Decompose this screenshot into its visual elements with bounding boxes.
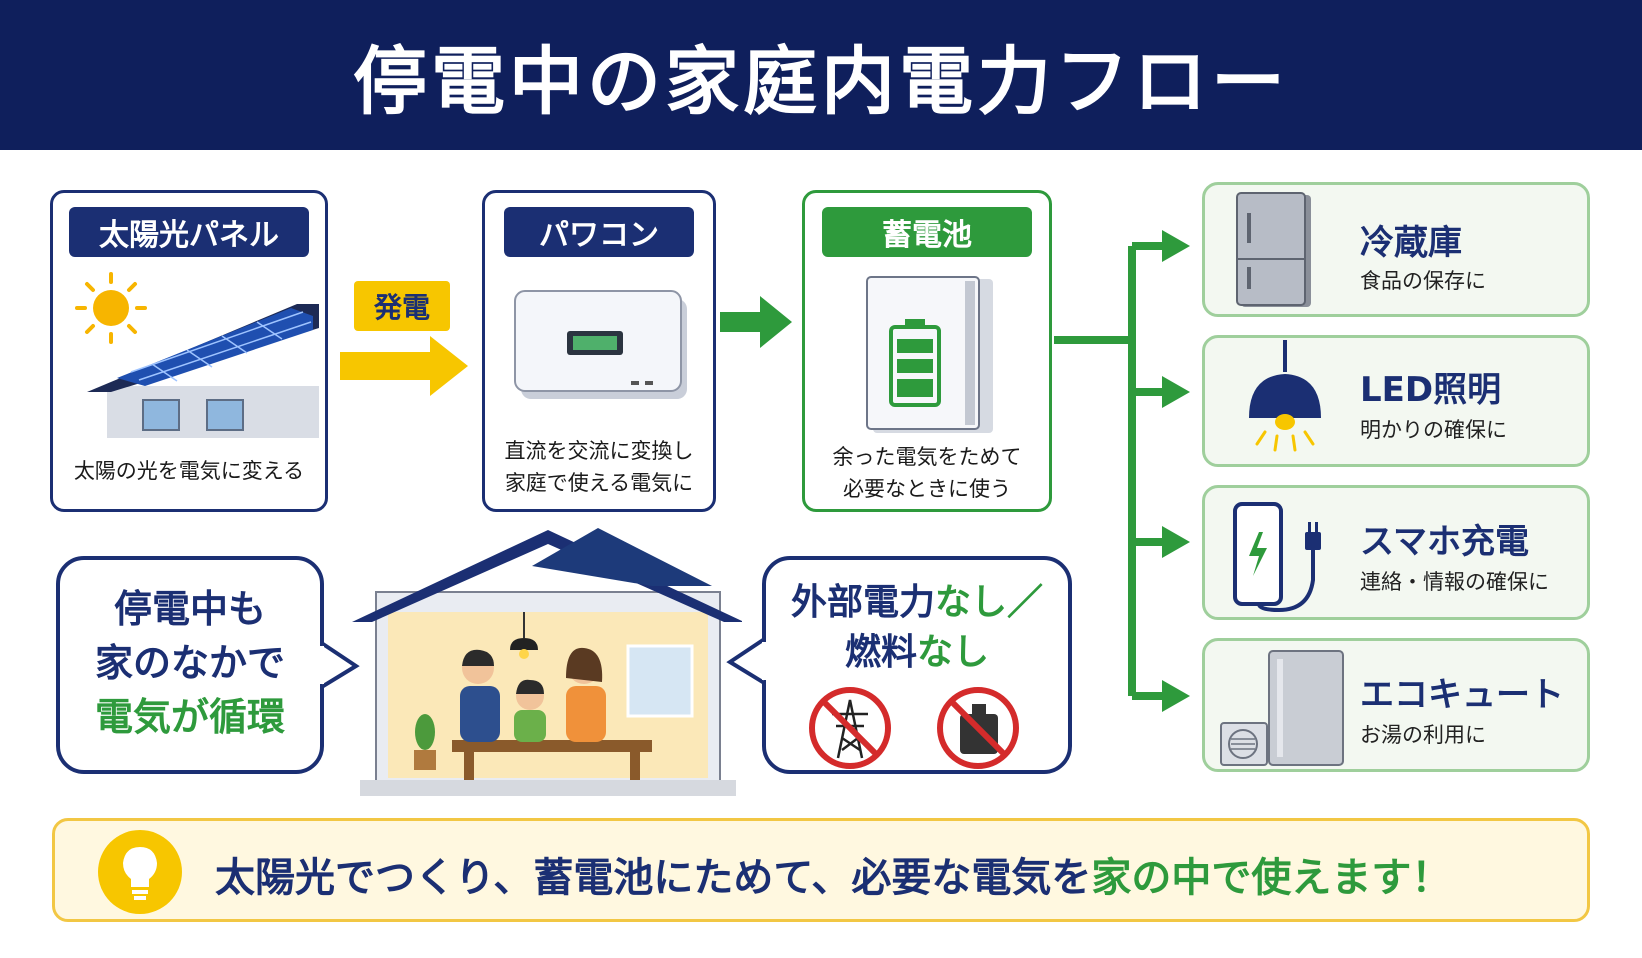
appliance-card-ecocute: エコキュート お湯の利用に: [1202, 638, 1590, 772]
battery-label: 蓄電池: [822, 207, 1032, 257]
lightbulb-icon: [98, 830, 182, 914]
appliance-card-phone-charging: スマホ充電 連絡・情報の確保に: [1202, 485, 1590, 620]
solar-panel-label: 太陽光パネル: [69, 207, 309, 257]
summary-part-2: 家の中で使えます！: [1091, 855, 1452, 901]
solar-house-icon: [75, 272, 319, 438]
appliance-card-refrigerator: 冷蔵庫 食品の保存に: [1202, 182, 1590, 317]
to-battery-arrow: [720, 296, 792, 348]
appliance-description: 連絡・情報の確保に: [1360, 570, 1549, 594]
summary-banner: 太陽光でつくり、蓄電池にためて、必要な電気を家の中で使えます！: [52, 818, 1590, 922]
page-title: 停電中の家庭内電力フロー: [353, 38, 1289, 125]
appliance-description: 食品の保存に: [1360, 269, 1486, 293]
inverter-icon: [514, 290, 687, 399]
none-text: なし／: [935, 582, 1044, 623]
appliance-description: お湯の利用に: [1360, 723, 1486, 747]
bubble-line-3: 電気が循環: [94, 695, 285, 739]
family-house-illustration: [352, 528, 742, 796]
pendant-lamp-icon: [1249, 340, 1321, 452]
no-grid-power-line: 外部電力なし／: [766, 576, 1068, 630]
summary-text: 太陽光でつくり、蓄電池にためて、必要な電気を家の中で使えます！: [215, 845, 1451, 903]
refrigerator-icon: [1236, 192, 1311, 307]
battery-card: 蓄電池 余った電気をためて 必要なときに使う: [802, 190, 1052, 512]
battery-icon: [866, 276, 993, 433]
appliance-description: 明かりの確保に: [1360, 418, 1507, 442]
solar-panel-description: 太陽の光を電気に変える: [73, 459, 305, 483]
battery-description: 余った電気をためて 必要なときに使う: [832, 445, 1022, 501]
no-power-tower-icon: [809, 687, 891, 769]
solar-panel-card: 太陽光パネル 太陽の光を電気に変える: [50, 190, 328, 512]
appliance-title: エコキュート: [1360, 675, 1564, 715]
inverter-card: パワコン 直流を交流に変換し 家庭で使える電気に: [482, 190, 716, 512]
left-speech-bubble: 停電中も 家のなかで 電気が循環: [56, 556, 324, 774]
sun-icon: [75, 272, 147, 344]
left-bubble-tail: [320, 640, 360, 690]
generation-label: 発電: [354, 281, 450, 331]
inverter-label: パワコン: [504, 207, 694, 257]
generation-arrow: [340, 336, 468, 396]
right-speech-bubble: 外部電力なし／ 燃料なし: [762, 556, 1072, 774]
bubble-line-2: 家のなかで: [94, 641, 285, 685]
no-fuel-can-icon: [937, 687, 1019, 769]
heat-pump-water-heater-icon: [1220, 650, 1344, 766]
right-bubble-tail: [726, 636, 766, 686]
title-banner: 停電中の家庭内電力フロー: [0, 0, 1642, 150]
none-text: なし: [917, 632, 990, 673]
external-power-text: 外部電力: [790, 582, 935, 623]
summary-part-1: 太陽光でつくり、蓄電池にためて、必要な電気を: [215, 855, 1092, 901]
plant-icon: [414, 714, 436, 770]
appliance-title: スマホ充電: [1360, 522, 1529, 562]
no-fuel-line: 燃料なし: [766, 626, 1068, 680]
inverter-description: 直流を交流に変換し 家庭で使える電気に: [504, 439, 694, 495]
distribution-arrows: [1054, 230, 1190, 712]
appliance-title: 冷蔵庫: [1360, 223, 1462, 263]
bubble-line-1: 停電中も: [113, 587, 266, 631]
fuel-text: 燃料: [844, 632, 917, 673]
smartphone-charger-icon: [1233, 502, 1321, 612]
appliance-title: LED照明: [1360, 370, 1502, 410]
appliance-card-led-light: LED照明 明かりの確保に: [1202, 335, 1590, 467]
